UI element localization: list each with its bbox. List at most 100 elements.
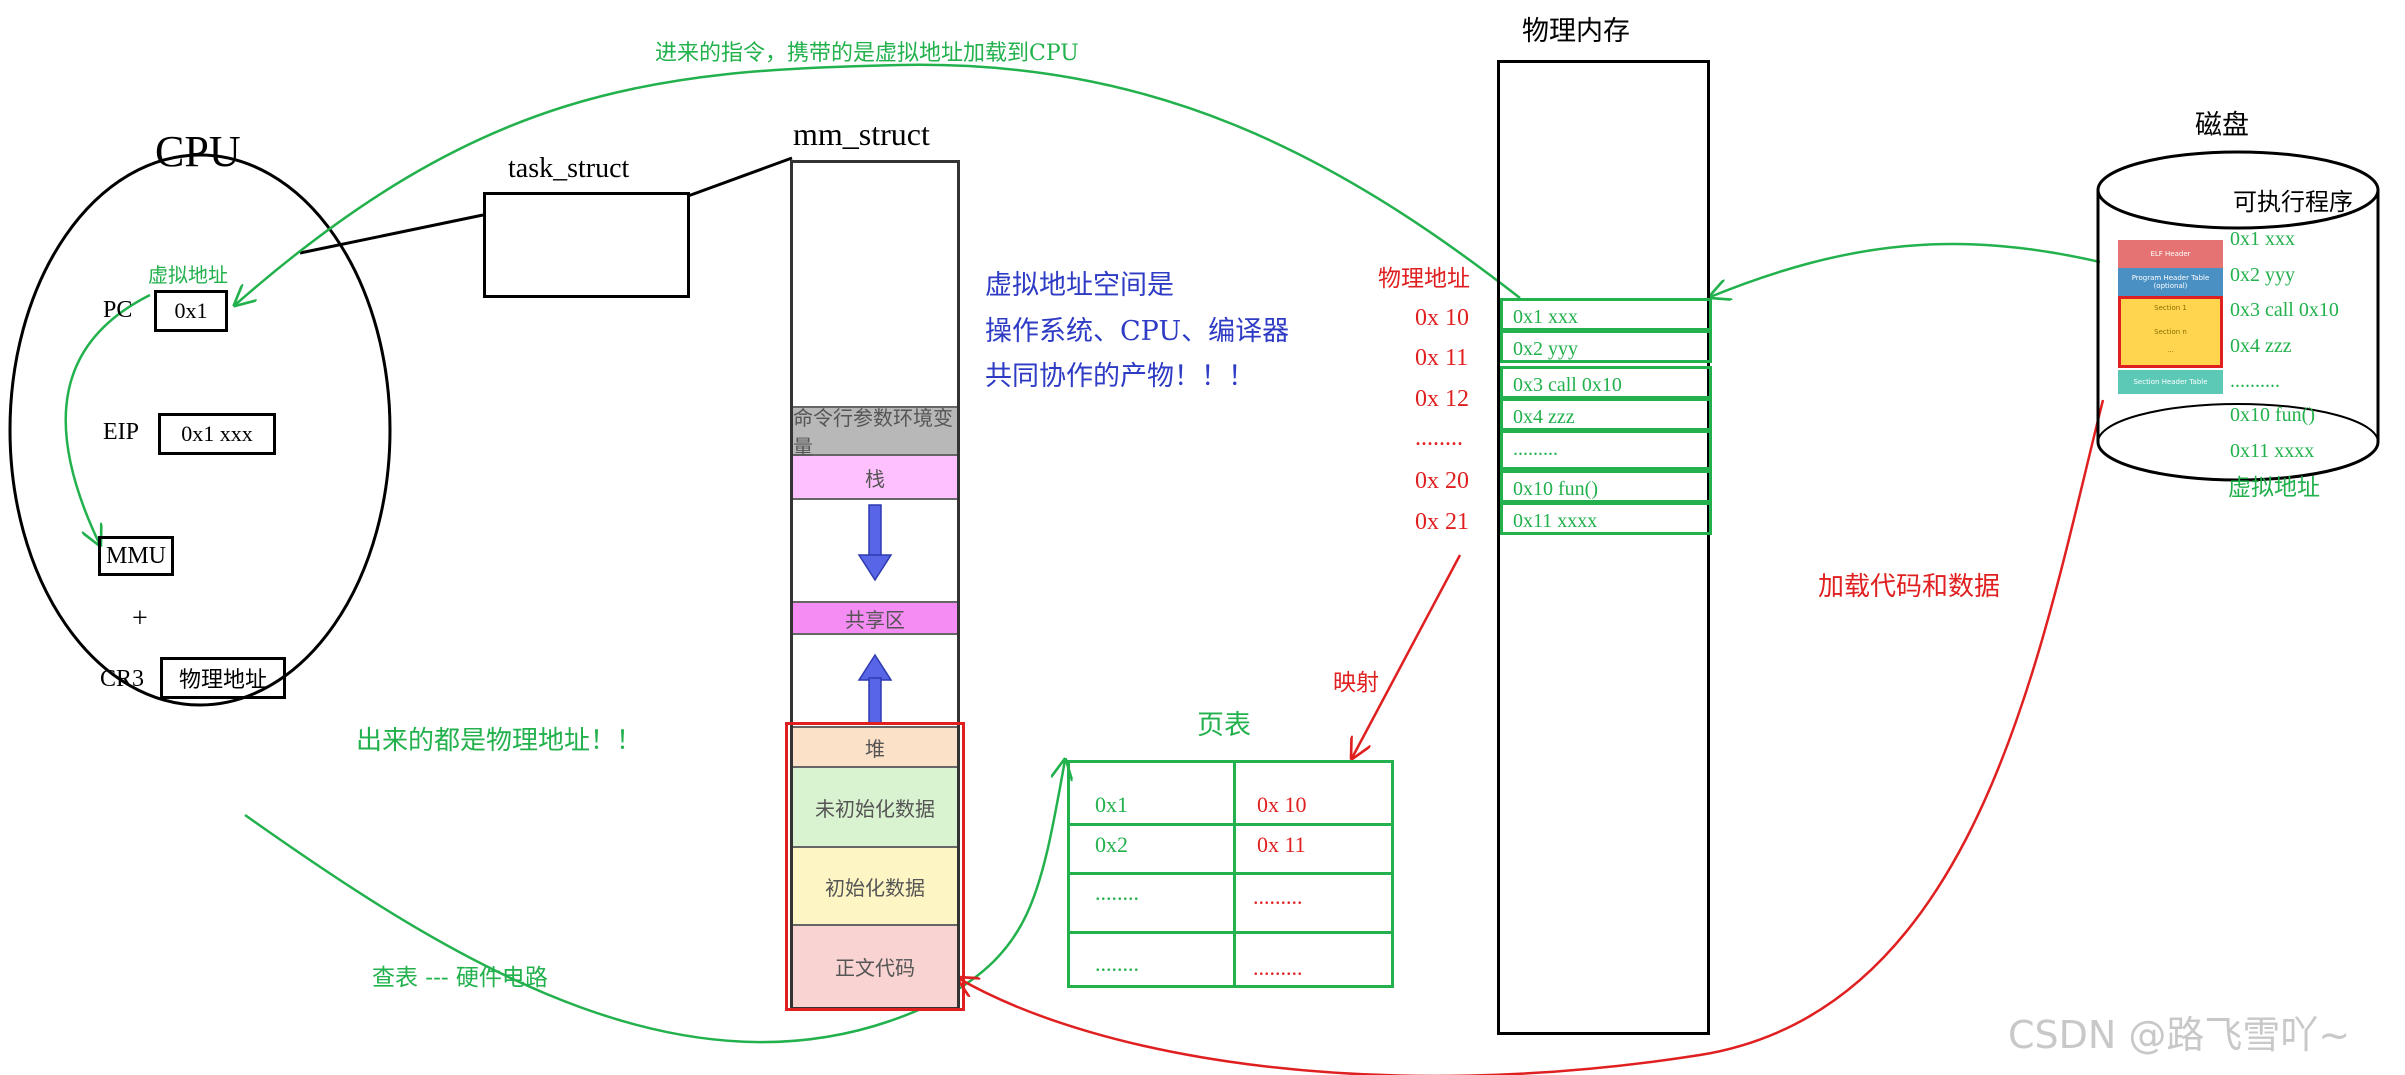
cpu-task-connector <box>299 213 484 255</box>
memory-row: 0x4 zzz <box>1500 398 1712 431</box>
page-table-virtual: 0x2 <box>1095 832 1128 857</box>
task-struct-label: task_struct <box>508 153 630 184</box>
physical-out-annotation: 出来的都是物理地址！！ <box>356 726 643 756</box>
segment-label: 未初始化数据 <box>815 796 935 821</box>
memory-row: 0x11 xxxx <box>1500 502 1712 535</box>
page-table-physical: ......... <box>1253 955 1303 980</box>
disk-code-line: 0x11 xxxx <box>2230 440 2315 462</box>
segment-text: 正文代码 <box>793 924 957 1007</box>
page-table-title: 页表 <box>1197 710 1251 741</box>
disk-to-memory-arrow <box>1710 242 2101 297</box>
eip-register: 0x1 xxx <box>158 413 276 455</box>
physical-addr: 0x 11 <box>1415 345 1469 371</box>
pc-label: PC <box>103 297 133 323</box>
segment-label: 栈 <box>865 466 885 491</box>
sections-block: Section 1 Section n ... <box>2118 296 2223 368</box>
vas-note-line3: 共同协作的产物！！！ <box>985 361 1255 392</box>
page-table-virtual: 0x1 <box>1095 792 1128 817</box>
segment-data: 初始化数据 <box>793 846 957 924</box>
mapping-annotation: 映射 <box>1333 670 1379 696</box>
physical-memory-title: 物理内存 <box>1522 16 1630 47</box>
mmu-label: MMU <box>105 542 166 569</box>
elf-header-block: ELF Header <box>2118 240 2223 268</box>
disk-cylinder-top <box>2096 150 2380 230</box>
disk-code-line: 0x1 xxx <box>2230 228 2295 250</box>
segment-label: 初始化数据 <box>825 875 925 900</box>
loaded-region-outline <box>785 722 965 1011</box>
segment-shared: 共享区 <box>793 601 957 635</box>
segment-label: 共享区 <box>845 607 905 632</box>
disk-title: 磁盘 <box>2195 110 2249 141</box>
eip-value: 0x1 xxx <box>181 421 253 446</box>
page-table-physical: ......... <box>1253 884 1303 909</box>
lookup-annotation: 查表 --- 硬件电路 <box>372 965 548 991</box>
page-table-rule <box>1070 823 1391 826</box>
page-table-virtual: ........ <box>1095 880 1139 905</box>
cr3-label: CR3 <box>100 666 145 692</box>
section-1-label: Section 1 <box>2154 304 2187 312</box>
mm-struct-label: mm_struct <box>793 116 930 152</box>
memory-row-text: 0x10 fun() <box>1513 478 1598 500</box>
pc-value: 0x1 <box>174 298 208 323</box>
cr3-register: 物理地址 <box>160 657 286 699</box>
pc-to-mmu-arrow <box>64 293 151 545</box>
mm-struct-column: 命令行参数环境变量 栈 共享区 堆 未初始化数据 初始化数据 正文代码 <box>790 160 960 1010</box>
task-mm-connector <box>687 156 793 198</box>
disk-virtual-addr-label: 虚拟地址 <box>2228 475 2320 501</box>
pc-register: 0x1 <box>154 290 228 332</box>
cpu-virtual-addr-label: 虚拟地址 <box>148 263 228 287</box>
segment-label: 命令行参数环境变量 <box>793 406 953 459</box>
mapping-arrow <box>1352 554 1462 758</box>
memory-row-text: 0x4 zzz <box>1513 406 1575 428</box>
disk-code-line: 0x10 fun() <box>2230 404 2315 426</box>
page-table-virtual: ........ <box>1095 951 1139 976</box>
vas-note-line2: 操作系统、CPU、编译器 <box>985 316 1290 347</box>
physical-memory-column: 0x1 xxx 0x2 yyy 0x3 call 0x10 0x4 zzz ..… <box>1497 60 1712 1035</box>
section-ellipsis: ... <box>2167 346 2174 354</box>
segment-heap: 堆 <box>793 726 957 766</box>
memory-row-text: ......... <box>1513 438 1558 460</box>
physical-addr: 0x 21 <box>1415 509 1469 535</box>
program-header-block: Program Header Table (optional) <box>2118 268 2223 296</box>
segment-label: 正文代码 <box>835 956 915 980</box>
memory-row-text: 0x11 xxxx <box>1513 510 1598 532</box>
cpu-title: CPU <box>155 127 241 176</box>
memory-row: 0x3 call 0x10 <box>1500 366 1712 399</box>
cpu-ellipse <box>8 153 392 707</box>
memory-row: 0x1 xxx <box>1500 298 1712 331</box>
section-n-label: Section n <box>2154 328 2187 336</box>
page-table-physical: 0x 10 <box>1257 792 1307 817</box>
memory-row-text: 0x3 call 0x10 <box>1513 374 1622 396</box>
lookup-arrow <box>244 760 1065 1044</box>
vas-note-line1: 虚拟地址空间是 <box>985 270 1174 301</box>
disk-code-line: .......... <box>2230 370 2280 392</box>
plus-sign: + <box>132 603 148 634</box>
load-arrow <box>958 399 2105 1075</box>
load-annotation: 加载代码和数据 <box>1818 572 2001 602</box>
memory-row: ......... <box>1500 430 1712 470</box>
disk-cylinder-body <box>2096 190 2380 442</box>
disk-code-line: 0x2 yyy <box>2230 264 2295 286</box>
instruction-annotation: 进来的指令，携带的是虚拟地址加载到CPU <box>655 41 1079 66</box>
physical-addr-label: 物理地址 <box>1378 266 1470 292</box>
physical-addr: 0x 20 <box>1415 468 1469 494</box>
physical-addr: ........ <box>1415 425 1463 451</box>
page-table-physical: 0x 11 <box>1257 832 1306 857</box>
task-struct-box <box>483 192 690 298</box>
memory-row: 0x2 yyy <box>1500 330 1712 363</box>
eip-label: EIP <box>103 419 139 445</box>
page-table <box>1067 760 1394 988</box>
section-header-block: Section Header Table <box>2118 370 2223 394</box>
cr3-value: 物理地址 <box>178 668 267 693</box>
disk-cylinder-bottom <box>2096 441 2380 482</box>
segment-label: 堆 <box>865 736 885 761</box>
memory-row-text: 0x1 xxx <box>1513 306 1578 328</box>
memory-row-text: 0x2 yyy <box>1513 338 1578 360</box>
disk-cylinder-inner <box>2097 403 2379 443</box>
page-table-rule <box>1070 931 1391 934</box>
memory-row: 0x10 fun() <box>1500 470 1712 503</box>
mmu-box: MMU <box>98 536 174 576</box>
disk-code-line: 0x3 call 0x10 <box>2230 299 2339 321</box>
